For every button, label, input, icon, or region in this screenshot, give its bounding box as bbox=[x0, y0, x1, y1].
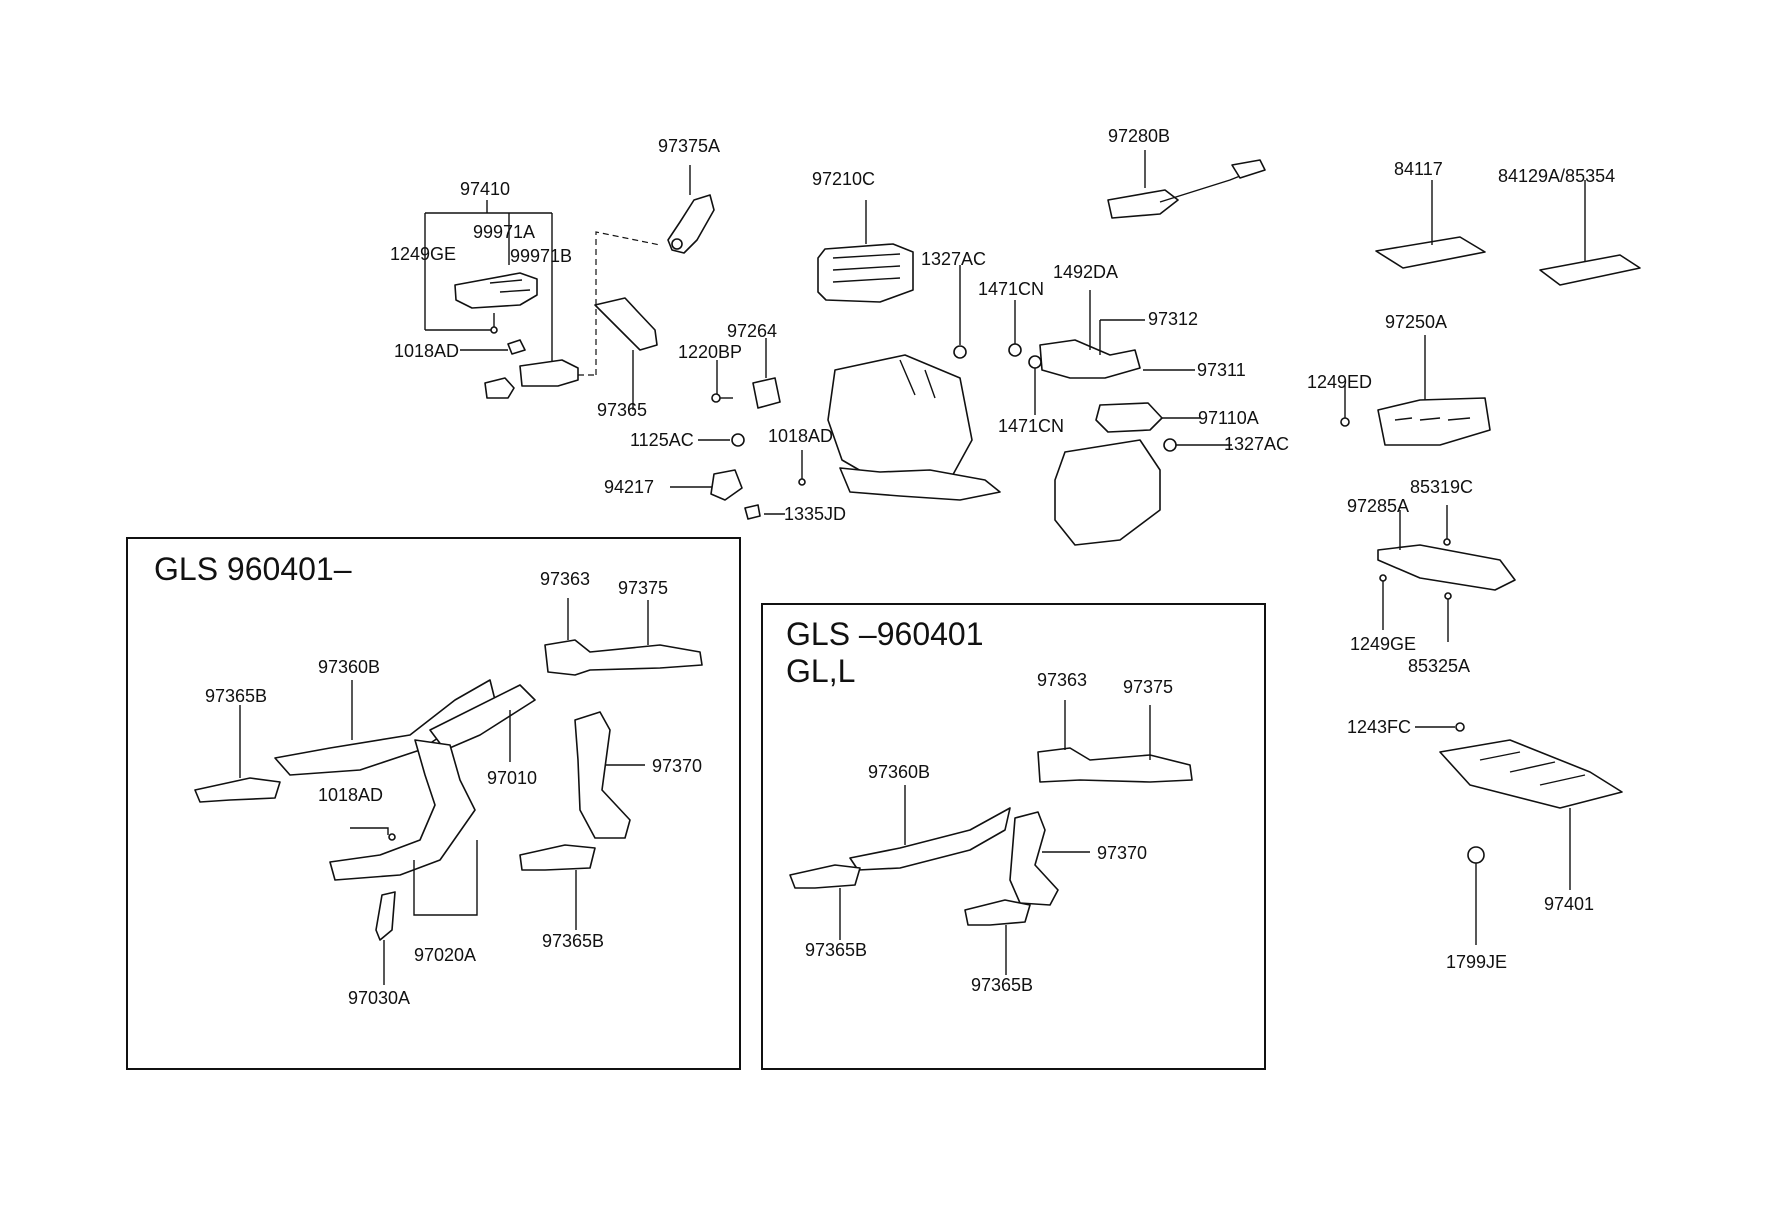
label-left-97360B: 97360B bbox=[318, 657, 380, 677]
panel-right-title-line1: GLS –960401 bbox=[786, 616, 984, 652]
label-97311: 97311 bbox=[1197, 360, 1246, 380]
label-left-1018AD: 1018AD bbox=[318, 785, 383, 805]
label-97365: 97365 bbox=[597, 400, 647, 420]
label-1125AC: 1125AC bbox=[630, 430, 694, 450]
heater-case-left bbox=[827, 265, 1001, 501]
label-97312: 97312 bbox=[1148, 309, 1198, 329]
vent-bracket-group bbox=[424, 200, 661, 399]
label-left-97365B-b: 97365B bbox=[542, 931, 604, 951]
duct-97365 bbox=[594, 297, 658, 410]
label-right-97363: 97363 bbox=[1037, 670, 1087, 690]
bracket-97285A bbox=[1377, 505, 1516, 642]
label-99971B: 99971B bbox=[510, 246, 572, 266]
label-left-97363: 97363 bbox=[540, 569, 590, 589]
label-94217: 94217 bbox=[604, 477, 654, 497]
label-1492DA: 1492DA bbox=[1053, 262, 1118, 282]
label-right-97365B-a: 97365B bbox=[805, 940, 867, 960]
label-right-97375: 97375 bbox=[1123, 677, 1173, 697]
control-unit-97250A bbox=[1340, 335, 1491, 446]
label-1018AD-top: 1018AD bbox=[394, 341, 459, 361]
label-84129A-85354: 84129A/85354 bbox=[1498, 166, 1615, 186]
label-1471CN-top: 1471CN bbox=[978, 279, 1044, 299]
label-left-97375: 97375 bbox=[618, 578, 668, 598]
panel-gls-960401-before bbox=[761, 603, 1266, 1070]
label-97210C: 97210C bbox=[812, 169, 875, 189]
label-1327AC-bot: 1327AC bbox=[1224, 434, 1289, 454]
label-97280B: 97280B bbox=[1108, 126, 1170, 146]
cover-97401 bbox=[1415, 722, 1623, 945]
label-left-97030A: 97030A bbox=[348, 988, 410, 1008]
small-parts-center bbox=[670, 338, 806, 520]
control-cable-97280B bbox=[1107, 150, 1266, 219]
label-left-97370: 97370 bbox=[652, 756, 702, 776]
filter-84117 bbox=[1375, 180, 1486, 269]
label-97264: 97264 bbox=[727, 321, 777, 341]
label-left-97010: 97010 bbox=[487, 768, 537, 788]
heater-case-right bbox=[1008, 290, 1232, 546]
label-1220BP: 1220BP bbox=[678, 342, 742, 362]
label-left-97365B-a: 97365B bbox=[205, 686, 267, 706]
heater-core-97210C bbox=[817, 200, 914, 303]
label-1471CN-bot: 1471CN bbox=[998, 416, 1064, 436]
label-right-97365B-b: 97365B bbox=[971, 975, 1033, 995]
label-1249GE-right: 1249GE bbox=[1350, 634, 1416, 654]
filter-84129A bbox=[1539, 180, 1641, 286]
label-97250A: 97250A bbox=[1385, 312, 1447, 332]
panel-left-title: GLS 960401– bbox=[154, 551, 352, 587]
label-97110A: 97110A bbox=[1198, 408, 1259, 428]
label-right-97360B: 97360B bbox=[868, 762, 930, 782]
duct-97375A bbox=[667, 165, 715, 254]
label-1243FC: 1243FC bbox=[1347, 717, 1411, 737]
label-97401: 97401 bbox=[1544, 894, 1594, 914]
label-left-97020A: 97020A bbox=[414, 945, 476, 965]
label-1799JE: 1799JE bbox=[1446, 952, 1507, 972]
label-1327AC-top: 1327AC bbox=[921, 249, 986, 269]
panel-right-title-line2: GL,L bbox=[786, 653, 855, 689]
label-97375A: 97375A bbox=[658, 136, 720, 156]
label-1335JD: 1335JD bbox=[784, 504, 846, 524]
label-1249ED: 1249ED bbox=[1307, 372, 1372, 392]
label-85319C: 85319C bbox=[1410, 477, 1473, 497]
label-97410: 97410 bbox=[460, 179, 510, 199]
label-right-97370: 97370 bbox=[1097, 843, 1147, 863]
panel-gls-960401-after bbox=[126, 537, 741, 1070]
label-84117: 84117 bbox=[1394, 159, 1443, 179]
part-99971A bbox=[454, 272, 538, 309]
label-99971A: 99971A bbox=[473, 222, 535, 242]
part-1018AD bbox=[507, 339, 526, 355]
label-85325A: 85325A bbox=[1408, 656, 1470, 676]
label-1249GE-top: 1249GE bbox=[390, 244, 456, 264]
label-1018AD-mid: 1018AD bbox=[768, 426, 833, 446]
ducts-left-panel bbox=[194, 598, 703, 985]
part-99971B bbox=[519, 359, 579, 387]
labels: GLS 960401– GLS –960401 GL,L 97375A 9741… bbox=[154, 126, 1615, 1008]
ducts-right-panel bbox=[789, 700, 1193, 975]
label-97285A: 97285A bbox=[1347, 496, 1409, 516]
